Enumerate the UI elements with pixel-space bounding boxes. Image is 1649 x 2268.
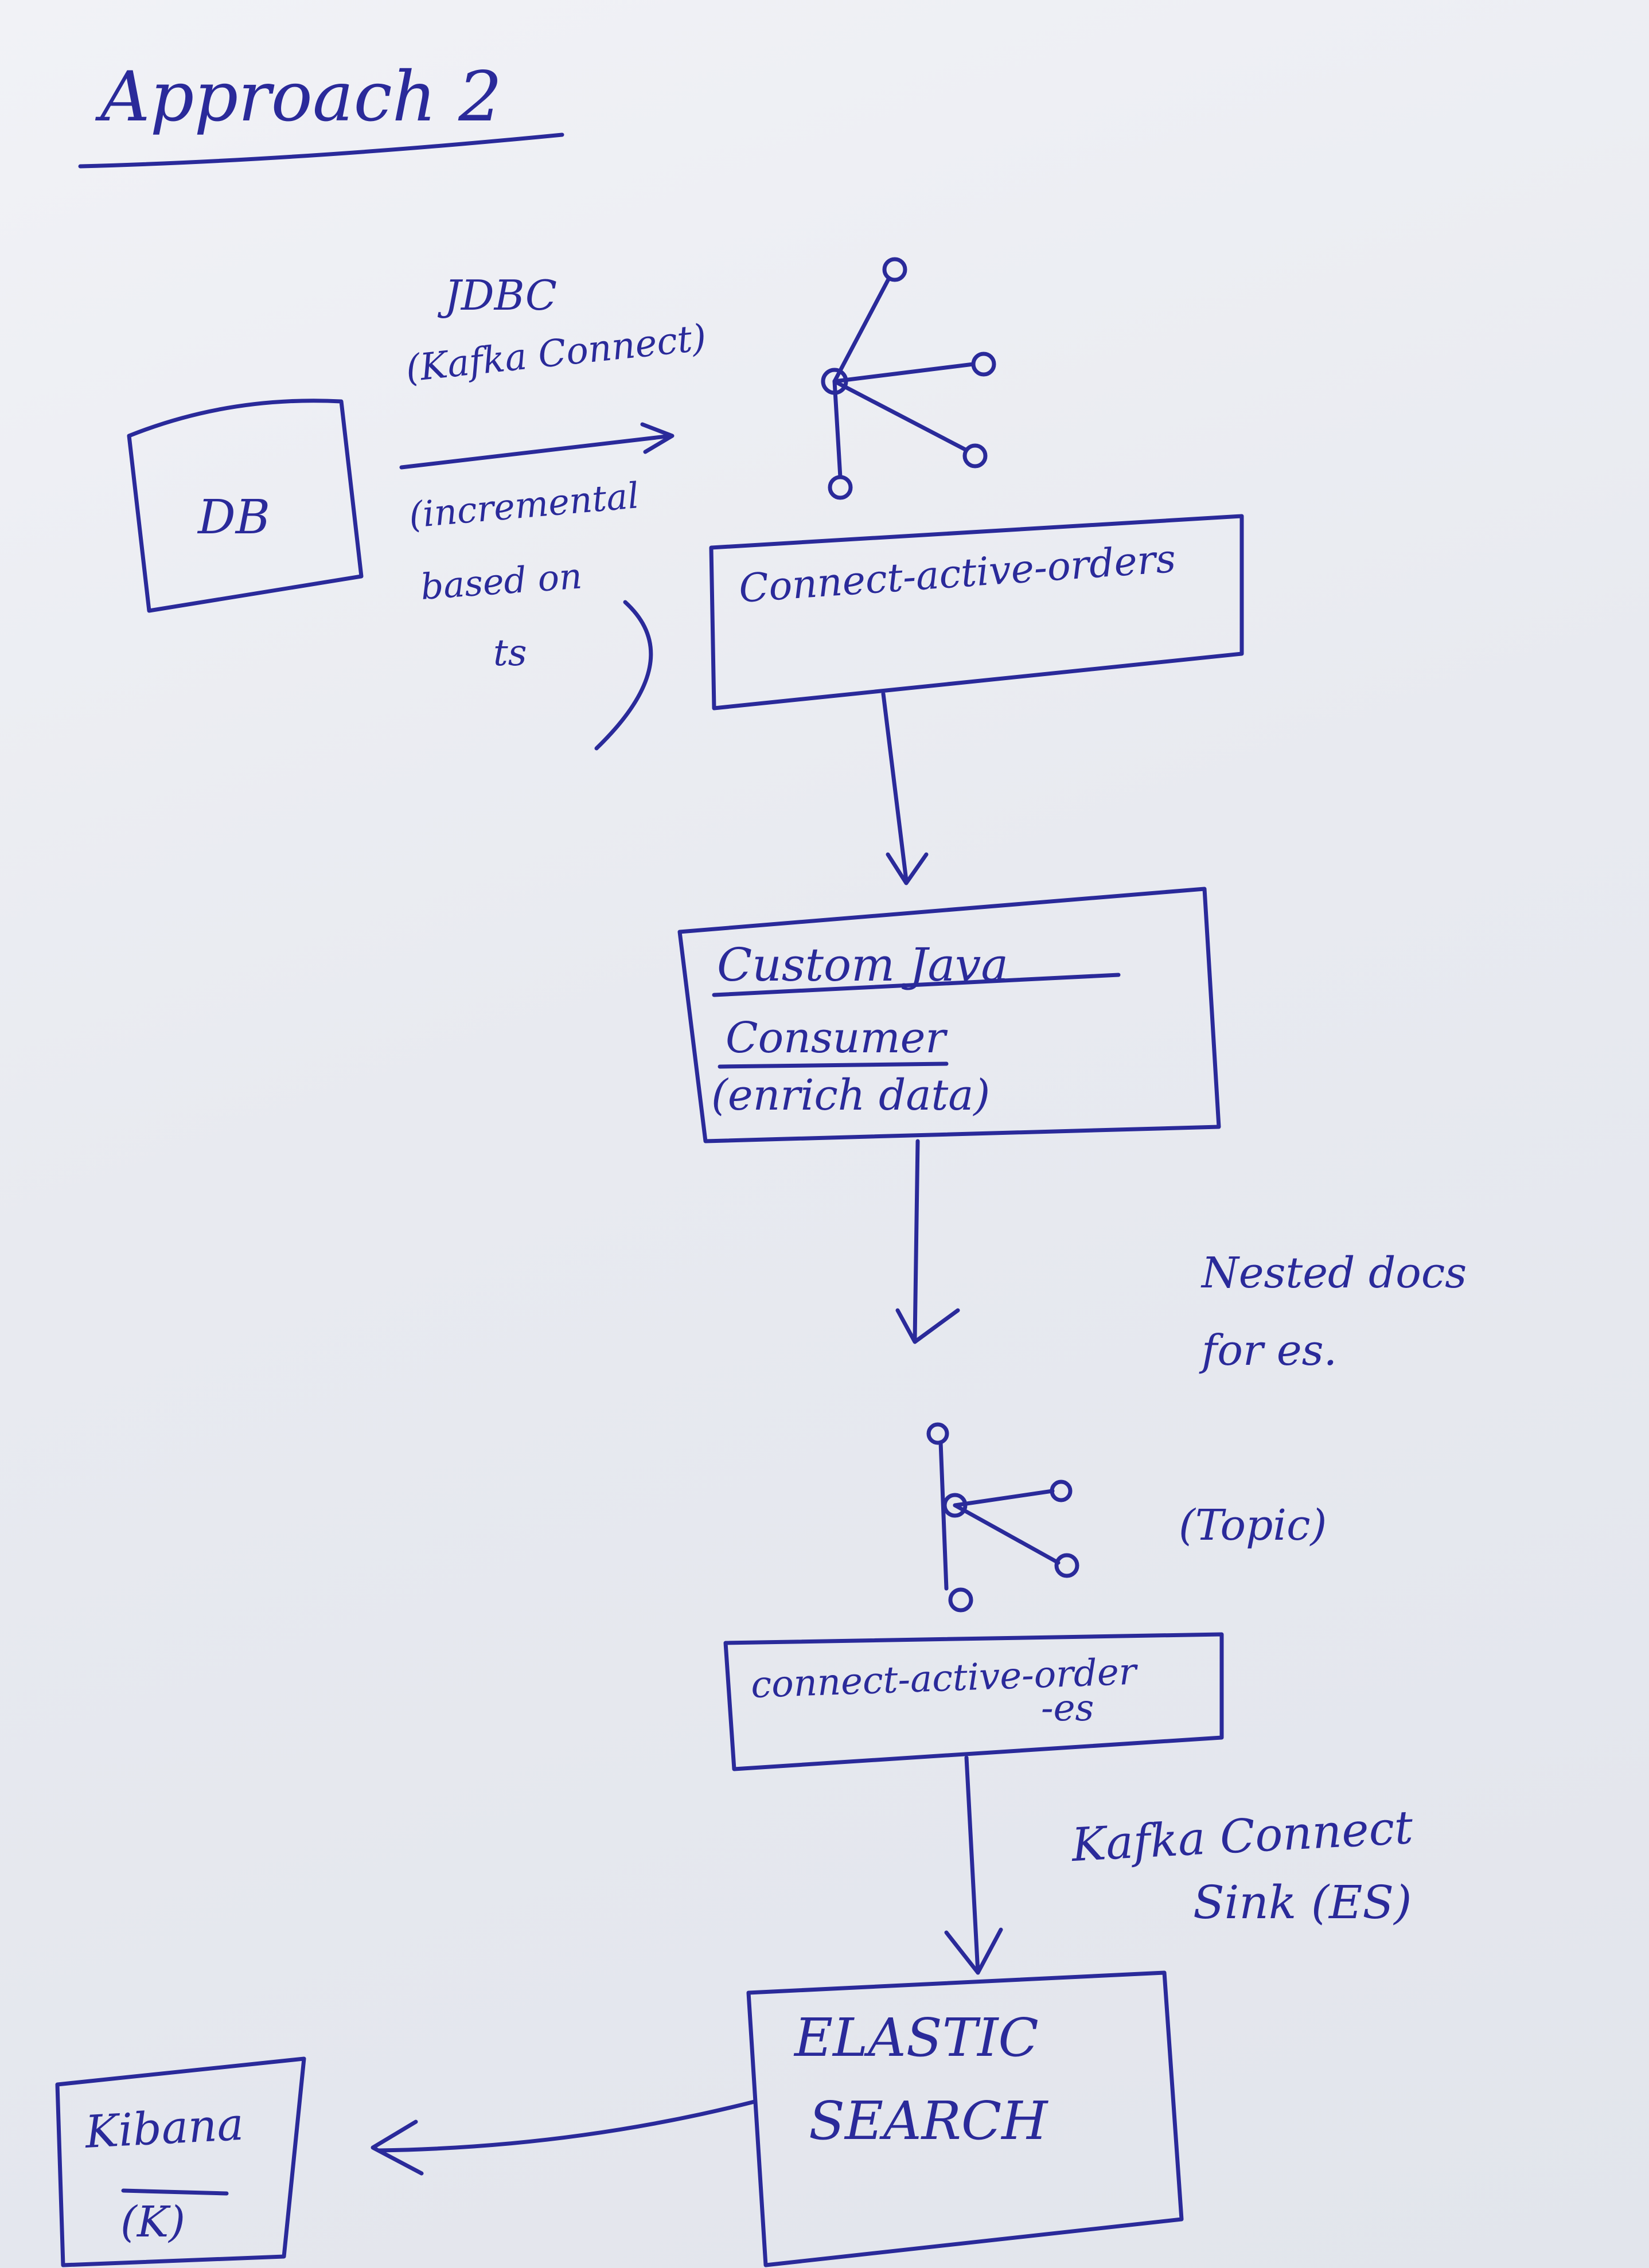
title-underline: [78, 132, 564, 169]
kafka-connect-label: (Kafka Connect): [404, 317, 708, 391]
db-label: DB: [197, 490, 270, 545]
topic-es-label-line2: -es: [1041, 1687, 1094, 1730]
arrow-to-elasticsearch: [944, 1755, 1003, 1975]
topic-connect-active-orders-label: Connect-active-orders: [738, 536, 1178, 612]
elasticsearch-label-line1: ELASTIC: [793, 2007, 1039, 2068]
closing-parenthesis: [594, 600, 653, 751]
sink-es-label: Sink (ES): [1193, 1876, 1412, 1929]
db-node-outline: [127, 399, 364, 613]
kibana-abbrev-label: (K): [120, 2197, 185, 2247]
consumer-subtitle-underline: [718, 1061, 949, 1069]
kibana-node[interactable]: Kibana (K): [55, 2056, 306, 2267]
kafka-connect-sink-label: Kafka Connect: [1069, 1801, 1414, 1872]
based-on-label: based on: [419, 555, 583, 607]
topic-es-box-outline: [723, 1632, 1224, 1771]
elasticsearch-box-outline: [746, 1970, 1184, 2267]
elasticsearch-node[interactable]: ELASTIC SEARCH: [746, 1970, 1184, 2267]
jdbc-arrow: [399, 422, 675, 470]
topic-label: (Topic): [1179, 1501, 1327, 1550]
consumer-box-outline: [677, 887, 1221, 1143]
arrow-to-kibana: [371, 2099, 757, 2176]
topic-box-outline: [709, 514, 1244, 711]
consumer-title-underline: [712, 973, 1121, 997]
jdbc-label: JDBC: [437, 271, 557, 319]
consumer-subtitle-label: Consumer: [726, 1013, 948, 1063]
consumer-desc-label: (enrich data): [711, 1071, 990, 1120]
topic-connect-active-order-es[interactable]: connect-active-order -es: [723, 1632, 1224, 1771]
arrow-to-topic-es: [895, 1139, 960, 1344]
diagram-title: Approach 2: [95, 57, 502, 137]
ts-label: ts: [493, 632, 527, 674]
topic-connect-active-orders[interactable]: Connect-active-orders: [709, 514, 1244, 711]
kafka-topic-icon: [821, 257, 996, 500]
nested-docs-label: Nested docs: [1200, 1248, 1467, 1298]
incremental-label: (incremental: [407, 474, 641, 536]
kafka-topic-icon: [926, 1422, 1079, 1613]
elasticsearch-label-line2: SEARCH: [809, 2090, 1048, 2152]
for-es-label: for es.: [1199, 1326, 1337, 1375]
db-node[interactable]: DB: [127, 399, 364, 613]
custom-java-consumer-node[interactable]: Custom Java Consumer (enrich data): [677, 887, 1221, 1143]
arrow-to-consumer: [881, 692, 929, 885]
kibana-underline: [121, 2188, 229, 2196]
kibana-box-outline: [55, 2056, 306, 2267]
kibana-label: Kibana: [83, 2099, 245, 2158]
